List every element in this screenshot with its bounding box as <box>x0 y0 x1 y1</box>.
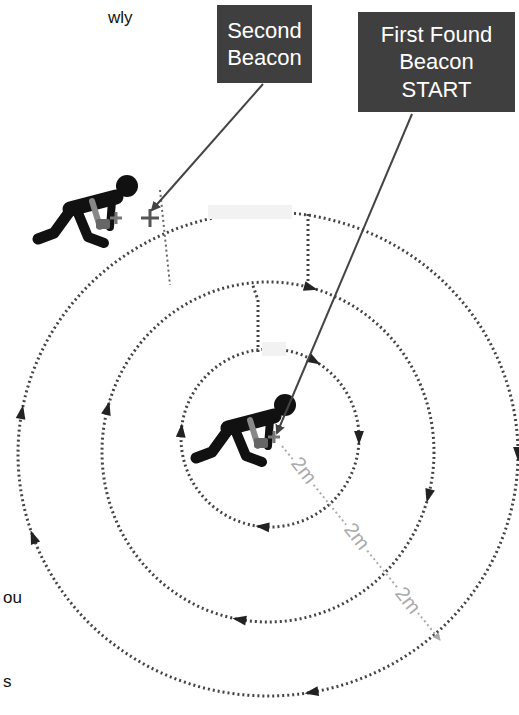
leader-arrow <box>277 114 412 433</box>
distance-label: 2m <box>285 450 323 489</box>
distance-label: 2m <box>338 516 376 555</box>
cropped-text: s <box>3 672 12 692</box>
callout-text: Second Beacon <box>225 17 304 72</box>
distance-label: 2m <box>389 580 427 619</box>
leader-arrow <box>152 84 263 210</box>
cropped-text: wly <box>108 8 133 28</box>
callout-text: First Found Beacon START <box>366 21 507 104</box>
cropped-text: ou <box>3 588 22 608</box>
callout-box: First Found Beacon START <box>358 12 515 112</box>
crouching-searcher <box>196 394 296 462</box>
search-ring <box>18 212 518 696</box>
callout-box: Second Beacon <box>217 5 312 83</box>
crouching-searcher <box>38 175 138 243</box>
